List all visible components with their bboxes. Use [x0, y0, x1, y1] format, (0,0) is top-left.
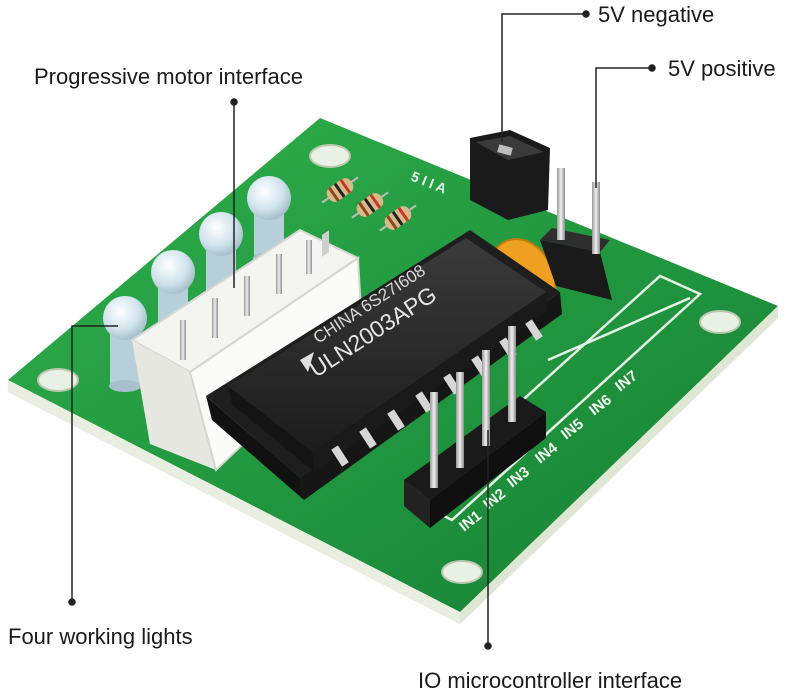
- io-pin: [456, 372, 464, 468]
- io-pin: [508, 326, 516, 422]
- mounting-hole: [309, 144, 351, 168]
- connector-pin: [180, 320, 186, 360]
- led-1: [103, 296, 147, 392]
- silkscreen-line: [547, 296, 691, 362]
- mounting-hole: [37, 368, 79, 392]
- leader-dot: [230, 98, 238, 106]
- connector-pin: [306, 240, 312, 274]
- callout-5v-positive: 5V positive: [668, 56, 776, 81]
- leader-5v-positive: [595, 67, 652, 188]
- io-pin: [430, 392, 438, 488]
- leader-dot: [484, 642, 492, 650]
- callout-motor-interface: Progressive motor interface: [34, 64, 303, 89]
- leader-dot: [582, 10, 590, 18]
- callout-5v-negative: 5V negative: [598, 2, 715, 27]
- callout-io-interface: IO microcontroller interface: [418, 668, 683, 693]
- resistor: [351, 191, 389, 219]
- leader-dot: [648, 64, 656, 72]
- mounting-hole: [441, 560, 483, 584]
- pin-5v-positive: [592, 182, 600, 254]
- resistor: [379, 204, 417, 232]
- ic-legs: [322, 230, 329, 257]
- io-pin: [482, 350, 490, 446]
- pcb-side: [8, 380, 460, 624]
- leader-dot: [68, 598, 76, 606]
- mounting-hole: [699, 310, 741, 334]
- toshiba-logo: [300, 352, 314, 372]
- power-header: [540, 168, 612, 300]
- connector-pin: [276, 254, 282, 294]
- callout-working-lights: Four working lights: [8, 624, 193, 649]
- pcb-side-right: [460, 306, 778, 624]
- resistor: [321, 176, 359, 204]
- connector-pin: [244, 276, 250, 316]
- power-jumper: [470, 130, 550, 220]
- leader-5v-negative: [501, 13, 586, 142]
- pin-5v-negative: [557, 168, 565, 240]
- leader-lines: [68, 10, 656, 650]
- leader-lights: [71, 325, 118, 602]
- resistors: [321, 176, 417, 232]
- connector-pin: [212, 298, 218, 338]
